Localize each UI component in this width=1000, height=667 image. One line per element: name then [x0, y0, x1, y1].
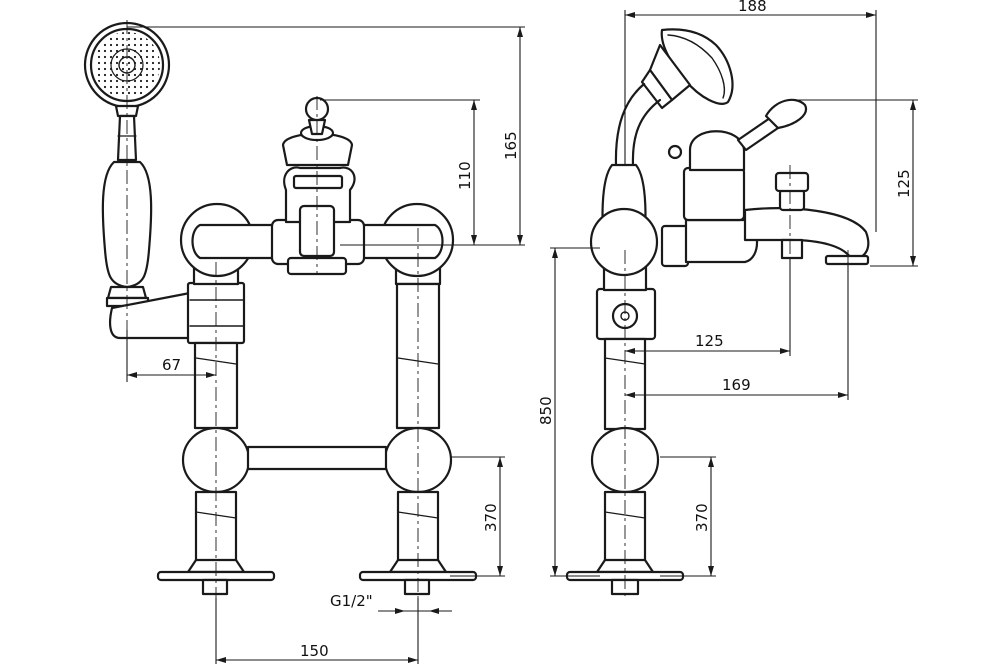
side-lever-handle: [736, 98, 808, 152]
dim-188-label: 188: [738, 0, 767, 15]
dim-thread-label: G1/2": [330, 592, 373, 610]
side-view: [565, 28, 870, 598]
dim-125-vertical-label: 125: [895, 169, 913, 198]
dimension-lines: [126, 10, 918, 664]
front-view: [83, 20, 478, 598]
dim-110-label: 110: [456, 161, 474, 190]
front-cross-bar: [246, 445, 388, 471]
dim-165-label: 165: [502, 131, 520, 160]
dim-125-horizontal-label: 125: [695, 332, 724, 350]
dimension-labels: 67 150 G1/2" 110 165 370 188 125 850 370…: [162, 0, 913, 660]
side-mixer-body: [589, 130, 759, 277]
side-spout: [743, 171, 870, 266]
side-holder-block: [595, 287, 657, 341]
front-mixer-body: [179, 166, 455, 278]
side-shower-hose: [614, 82, 662, 167]
front-lever-handle: [281, 96, 354, 167]
side-shower-head: [640, 28, 734, 110]
dim-169-label: 169: [722, 376, 751, 394]
dim-370-front-label: 370: [482, 503, 500, 532]
dim-850-label: 850: [537, 396, 555, 425]
dim-370-side-label: 370: [693, 503, 711, 532]
dim-67-label: 67: [162, 356, 181, 374]
dim-150-label: 150: [300, 642, 329, 660]
